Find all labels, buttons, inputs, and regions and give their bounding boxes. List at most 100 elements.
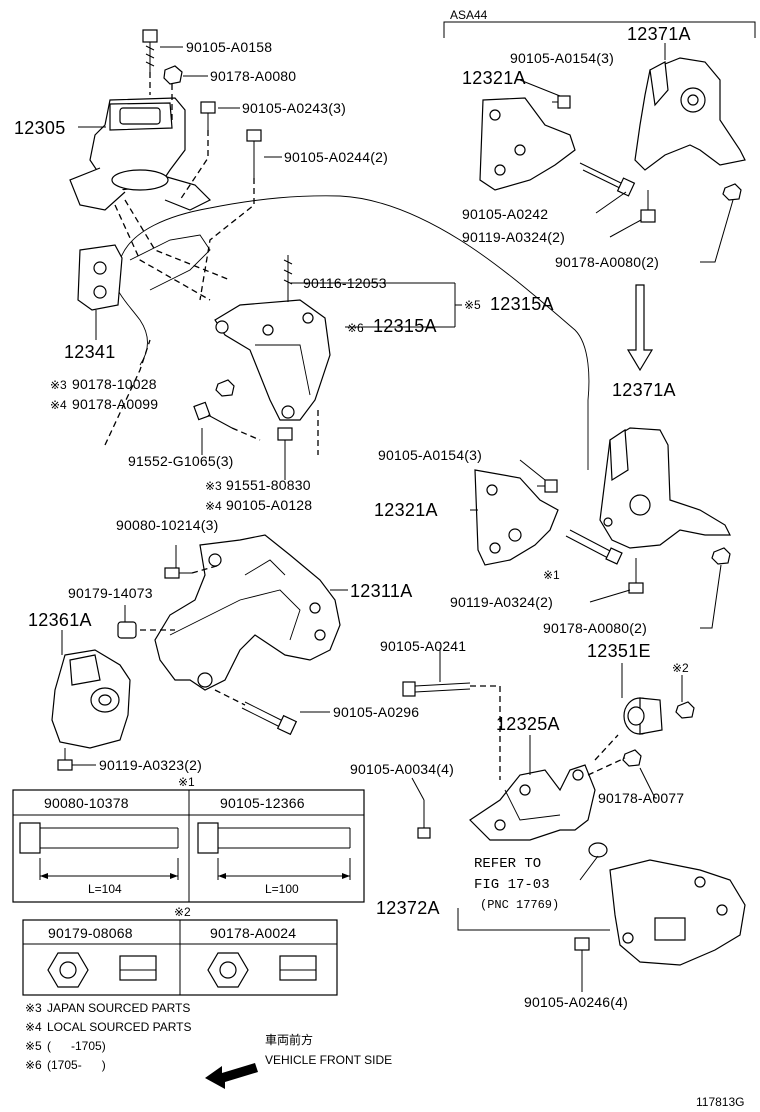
bolt-pn: 90105-12366 [220, 795, 305, 811]
part-label: 12371A [612, 380, 676, 400]
bracket-12325A [469, 764, 596, 841]
bushing-12351E [623, 697, 663, 735]
bolt-90105-A0244 [246, 129, 262, 178]
engine-mount-12372A [609, 859, 746, 966]
note-mark: ※3 [50, 378, 67, 392]
nut-pn: 90178-A0024 [210, 925, 296, 941]
part-label: 90116-12053 [303, 275, 387, 291]
note-mark: ※4 [205, 499, 222, 513]
labels: ASA44 12305 90105-A0158 90178-A0080 9010… [14, 8, 745, 1109]
note-mark: ※3 [25, 1001, 42, 1015]
bolt-91551-80830 [277, 427, 293, 455]
part-label: 90105-A0242 [462, 206, 548, 222]
nut-pn: 90179-08068 [48, 925, 133, 941]
bolt-90119-A0324-asa44 [640, 190, 656, 223]
part-label: 90105-A0246(4) [524, 994, 628, 1010]
engine-mount-12371A [599, 427, 731, 549]
part-label: 12325A [496, 714, 560, 734]
part-label: 90105-A0154(3) [378, 447, 482, 463]
part-label: 12315A [373, 316, 437, 336]
part-label: 12351E [587, 641, 651, 661]
table-marker: ※1 [178, 775, 195, 789]
part-label: 12321A [462, 68, 526, 88]
bolt-length: L=100 [265, 882, 299, 896]
part-label: 90119-A0324(2) [462, 229, 565, 245]
engine-mount-bracket-12315A [214, 255, 331, 421]
engine-block-bracket [77, 234, 211, 311]
engine-outline [119, 195, 590, 470]
bolt-90105-A0243 [200, 101, 216, 130]
variant-label: ASA44 [450, 8, 488, 22]
part-label: 90105-A0034(4) [350, 761, 454, 777]
bolt-90105-A0241 [402, 681, 471, 697]
note-mark: ※5 [464, 298, 481, 312]
bolt-90105-A0246 [574, 937, 590, 985]
engine-mount-12371A-asa44 [634, 57, 746, 171]
figure-id: 117813G [696, 1095, 745, 1109]
nut-90179-14073 [117, 621, 137, 639]
note-text: (1705- ) [47, 1058, 106, 1072]
bolt-90105-A0242 [579, 162, 636, 197]
vehicle-front-en: VEHICLE FRONT SIDE [265, 1053, 392, 1067]
down-arrow-icon [626, 284, 654, 372]
part-label: 12315A [490, 294, 554, 314]
bolt-length: L=104 [88, 882, 122, 896]
part-label: 90178-A0080 [210, 68, 296, 84]
part-label: 12341 [64, 342, 116, 362]
refer-line: (PNC 17769) [480, 898, 559, 912]
note-mark: ※6 [25, 1058, 42, 1072]
note-mark: ※4 [50, 398, 67, 412]
part-label: 90105-A0154(3) [510, 50, 614, 66]
bolt-90105-A0034 [417, 800, 431, 839]
part-label: 90178-A0080(2) [555, 254, 659, 270]
note-mark: ※4 [25, 1020, 42, 1034]
bracket-12311A [154, 534, 341, 691]
note-text: ( -1705) [47, 1039, 106, 1053]
bolt-pn: 90080-10378 [44, 795, 129, 811]
note-text: LOCAL SOURCED PARTS [47, 1020, 191, 1034]
vehicle-front-arrow-icon [205, 1063, 258, 1089]
bolt-90105-A0154 [537, 479, 558, 493]
note-mark: ※3 [205, 479, 222, 493]
bolt-length-table [12, 789, 365, 903]
part-label: 90080-10214(3) [116, 517, 218, 533]
nut-90178-A0080 [711, 547, 731, 565]
part-label: 12305 [14, 118, 66, 138]
asa44-variant-box [443, 21, 756, 38]
engine-mount-12305 [69, 97, 212, 211]
nut-90178-A0024 [675, 701, 695, 719]
vehicle-front-jp: 車両前方 [265, 1032, 313, 1047]
part-label: 91552-G1065(3) [128, 453, 234, 469]
part-label: 12361A [28, 610, 92, 630]
part-label: 90105-A0243(3) [242, 100, 346, 116]
part-label: 90105-A0296 [333, 704, 419, 720]
part-label: 12372A [376, 898, 440, 918]
note-mark: ※5 [25, 1039, 42, 1053]
part-label: 90119-A0323(2) [99, 757, 202, 773]
refer-line: FIG 17-03 [474, 877, 550, 893]
part-label: 90105-A0244(2) [284, 149, 388, 165]
part-label: 90105-A0241 [380, 638, 466, 654]
bolt-90080-10214 [164, 567, 192, 579]
bracket-12321A-asa44 [479, 97, 576, 191]
nut-90178-A0080 [163, 65, 183, 85]
nut-refer-17769 [588, 842, 608, 858]
part-label: 90119-A0324(2) [450, 594, 553, 610]
note-mark: ※2 [672, 661, 689, 675]
engine-mount-12361A [51, 649, 131, 749]
part-label: 90179-14073 [68, 585, 153, 601]
bolt-90119-A0324 [565, 529, 644, 594]
bolt-90105-A0296 [241, 701, 298, 736]
note-text: JAPAN SOURCED PARTS [47, 1001, 190, 1015]
part-label: 90105-A0128 [226, 497, 312, 513]
part-label: 12371A [627, 24, 691, 44]
part-label: 90178-10028 [72, 376, 157, 392]
bolt-91552-G1065 [193, 401, 233, 429]
part-label: 90178-A0080(2) [543, 620, 647, 636]
part-label: 90178-A0077 [598, 790, 684, 806]
bolt-90119-A0323 [57, 748, 73, 771]
part-label: 90105-A0158 [186, 39, 272, 55]
bracket-12321A [474, 469, 559, 566]
refer-line: REFER TO [474, 856, 541, 872]
